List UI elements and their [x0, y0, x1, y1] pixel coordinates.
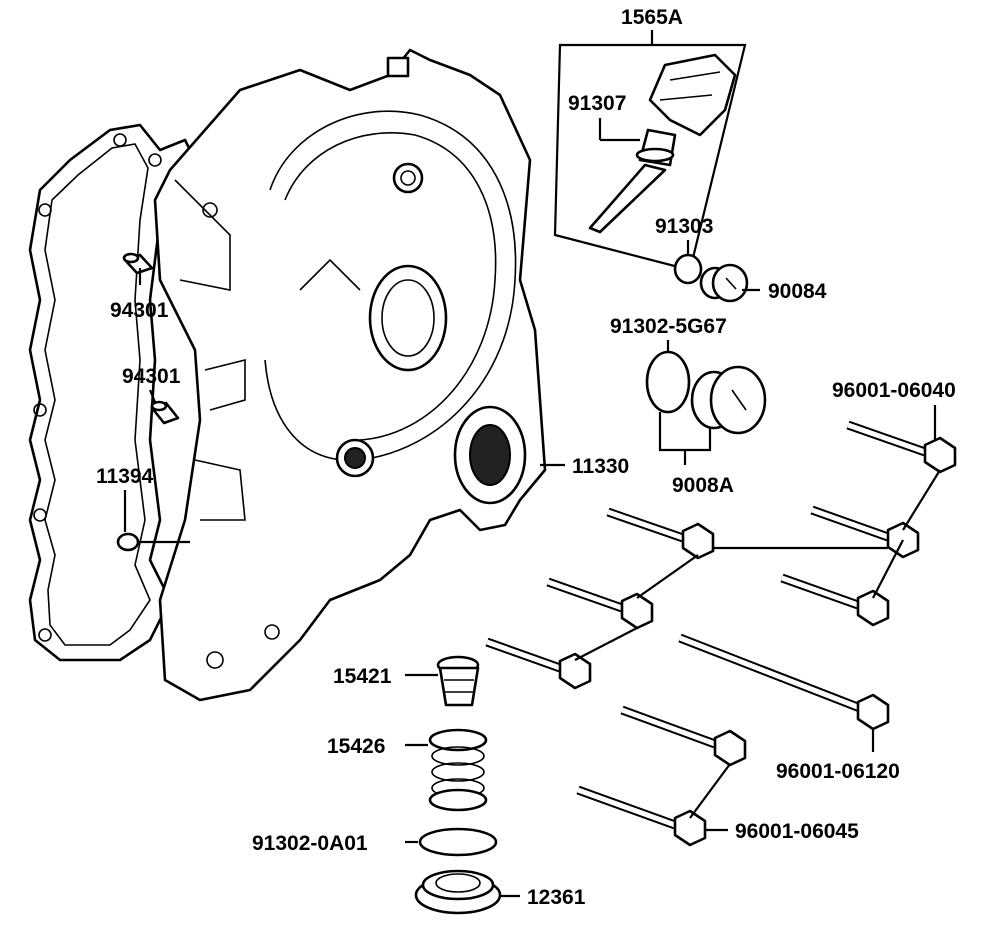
bolt-96001-06040-d — [606, 507, 715, 560]
spring-15426 — [428, 728, 488, 812]
oring-91303 — [673, 253, 703, 285]
label-96001-06045: 96001-06045 — [735, 820, 859, 843]
bolt-96001-06120 — [678, 633, 890, 731]
label-91307: 91307 — [568, 92, 626, 115]
label-15421: 15421 — [333, 665, 392, 688]
bolt-96001-06040-e — [546, 577, 654, 630]
plug-9008A — [690, 365, 767, 435]
part-labels: 1565A 91307 91303 90084 91302-5G67 9008A… — [96, 6, 956, 909]
label-15426: 15426 — [327, 735, 385, 758]
leader-lines — [123, 118, 941, 898]
bolt-96001-06045-a — [620, 705, 747, 767]
label-90084: 90084 — [768, 280, 827, 303]
dipstick-91307 — [588, 53, 737, 234]
bolt-96001-06040-b — [810, 505, 920, 559]
label-91303: 91303 — [655, 215, 713, 238]
cap-12361 — [414, 869, 502, 915]
dowel-pin-94301-a — [122, 252, 154, 275]
label-96001-06040: 96001-06040 — [832, 379, 956, 402]
label-11330: 11330 — [572, 455, 629, 478]
label-12361: 12361 — [527, 886, 586, 909]
label-94301-a: 94301 — [110, 299, 169, 322]
plug-90084 — [699, 263, 749, 303]
bolt-96001-06040-f — [485, 637, 592, 690]
label-1565A: 1565A — [621, 6, 683, 29]
bolt-96001-06045-b — [576, 785, 707, 847]
oring-91302-5G67 — [645, 350, 691, 414]
bolt-96001-06040-a — [846, 420, 957, 474]
dowel-pin-94301-b — [150, 400, 180, 425]
label-11394: 11394 — [96, 465, 154, 488]
cover-11330 — [153, 48, 547, 702]
strainer-15421 — [436, 655, 480, 707]
label-9008A: 9008A — [672, 474, 734, 497]
seal-11394 — [116, 532, 140, 552]
oring-91302-0A01 — [418, 827, 498, 857]
label-91302-5G67: 91302-5G67 — [610, 315, 727, 338]
label-94301-b: 94301 — [122, 365, 181, 388]
bolt-96001-06040-c — [780, 573, 890, 627]
label-96001-06120: 96001-06120 — [776, 760, 900, 783]
label-91302-0A01: 91302-0A01 — [252, 832, 368, 855]
